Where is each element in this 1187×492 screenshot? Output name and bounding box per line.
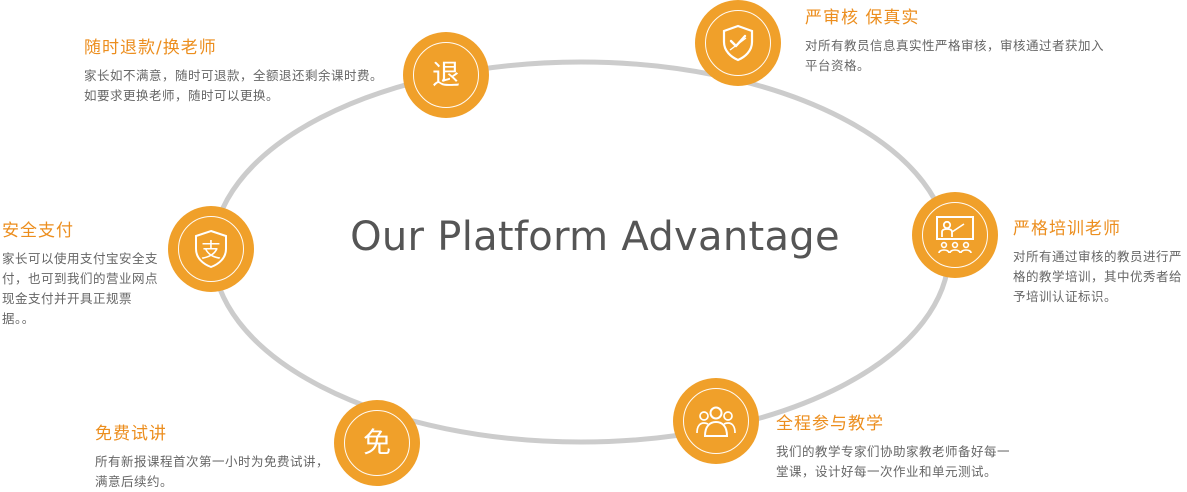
review-title: 严审核 保真实 <box>805 8 920 28</box>
pay-glyph-icon: 支 <box>195 229 227 269</box>
pay-node: 支 <box>168 206 254 292</box>
training-node <box>912 192 998 278</box>
diagram-title: Our Platform Advantage <box>350 214 840 260</box>
training-title: 严格培训老师 <box>1013 219 1121 239</box>
refund-node: 退 <box>403 32 489 118</box>
svg-text:支: 支 <box>201 238 221 262</box>
shield-check-icon <box>722 24 754 62</box>
free-glyph-icon: 免 <box>362 426 391 459</box>
refund-title: 随时退款/换老师 <box>84 38 217 58</box>
people-group-icon <box>696 406 736 437</box>
pay-title: 安全支付 <box>2 221 74 241</box>
review-desc: 对所有教员信息真实性严格审核，审核通过者获加入平台资格。 <box>805 38 1105 73</box>
refund-label: 随时退款/换老师 家长如不满意，随时可退款，全额退还剩余课时费。如要求更换老师，… <box>84 33 384 106</box>
training-desc: 对所有通过审核的教员进行严格的教学培训，其中优秀者给予培训认证标识。 <box>1013 249 1183 304</box>
review-node <box>695 0 781 86</box>
training-label: 严格培训老师 对所有通过审核的教员进行严格的教学培训，其中优秀者给予培训认证标识… <box>1013 214 1183 307</box>
refund-glyph-icon: 退 <box>431 58 460 91</box>
tutoring-node <box>673 378 759 464</box>
trial-title: 免费试讲 <box>95 424 167 444</box>
pay-label: 安全支付 家长可以使用支付宝安全支付，也可到我们的营业网点现金支付并开具正规票据… <box>2 216 160 329</box>
tutoring-label: 全程参与教学 我们的教学专家们协助家教老师备好每一堂课，设计好每一次作业和单元测… <box>776 409 1011 482</box>
tutoring-title: 全程参与教学 <box>776 414 884 434</box>
trial-label: 免费试讲 所有新报课程首次第一小时为免费试讲，满意后续约。 <box>95 419 330 492</box>
refund-desc: 家长如不满意，随时可退款，全额退还剩余课时费。如要求更换老师，随时可以更换。 <box>84 68 384 103</box>
trial-desc: 所有新报课程首次第一小时为免费试讲，满意后续约。 <box>95 454 330 489</box>
review-label: 严审核 保真实 对所有教员信息真实性严格审核，审核通过者获加入平台资格。 <box>805 3 1105 76</box>
pay-desc: 家长可以使用支付宝安全支付，也可到我们的营业网点现金支付并开具正规票据。。 <box>2 251 159 326</box>
teacher-board-icon <box>936 216 974 254</box>
trial-node: 免 <box>334 400 420 486</box>
tutoring-desc: 我们的教学专家们协助家教老师备好每一堂课，设计好每一次作业和单元测试。 <box>776 444 1011 479</box>
